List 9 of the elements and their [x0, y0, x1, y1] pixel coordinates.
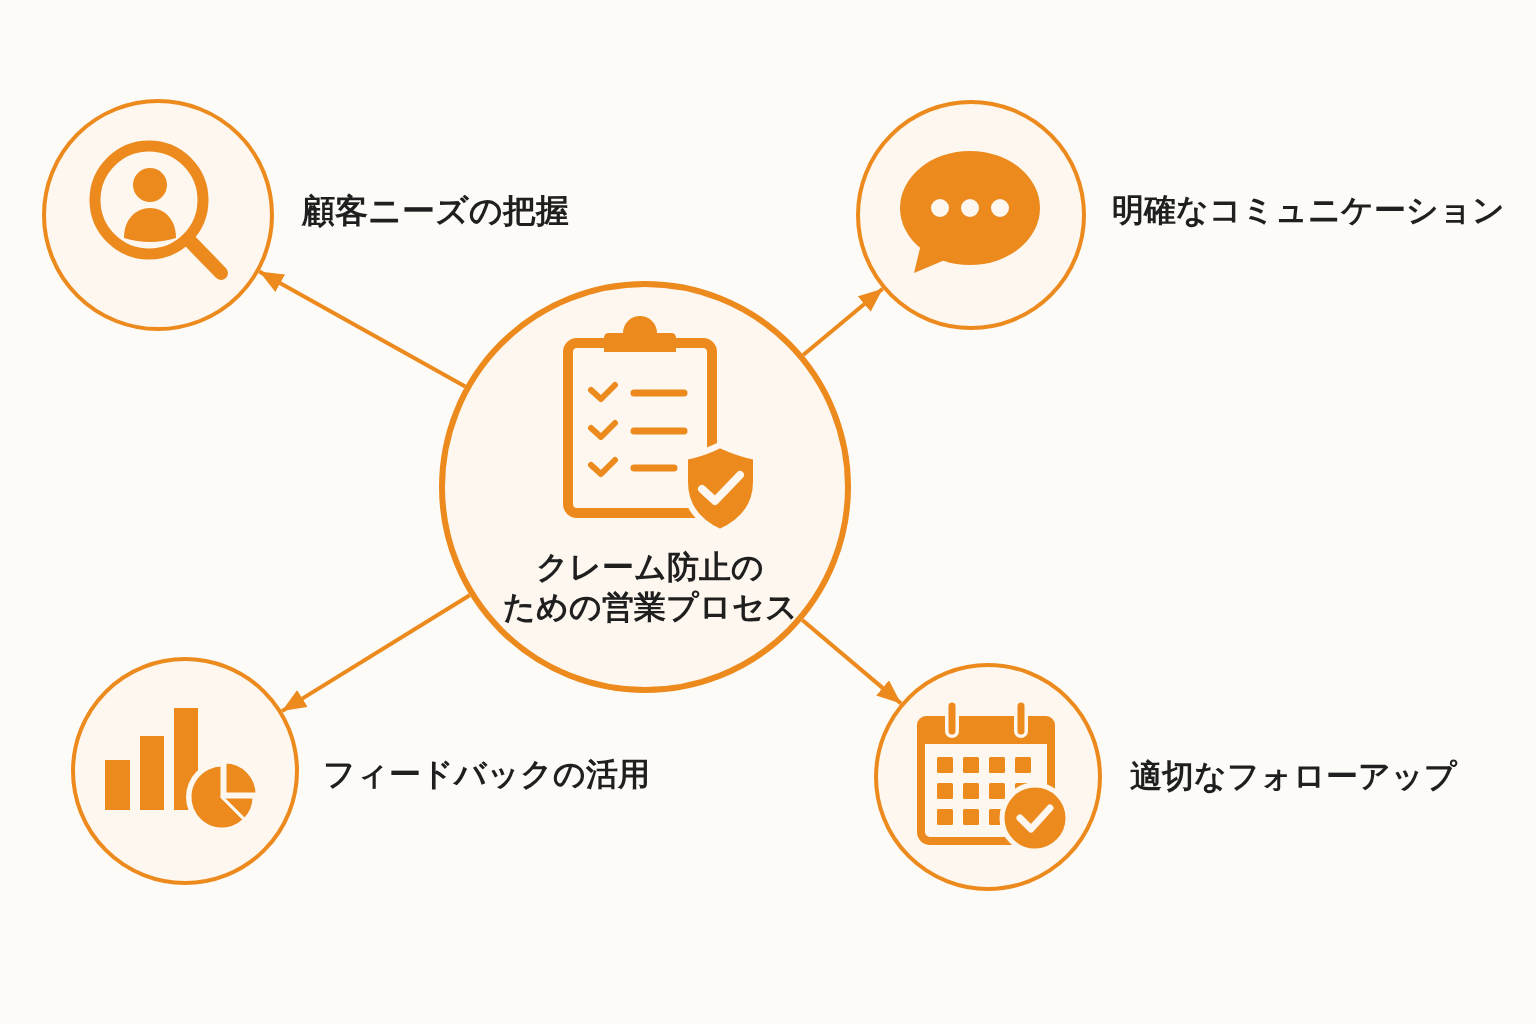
circle-label: フィードバックの活用 [323, 756, 650, 794]
hub-title: クレーム防止のための営業プロセス [502, 547, 798, 627]
arrow [801, 287, 884, 357]
arrow [258, 269, 467, 389]
circle-label: 明確なコミュニケーション [1112, 192, 1505, 230]
arrow [801, 618, 903, 705]
circle-label: 適切なフォローアップ [1130, 758, 1457, 796]
arrow [280, 593, 471, 713]
circle-label: 顧客ニーズの把握 [302, 191, 569, 231]
